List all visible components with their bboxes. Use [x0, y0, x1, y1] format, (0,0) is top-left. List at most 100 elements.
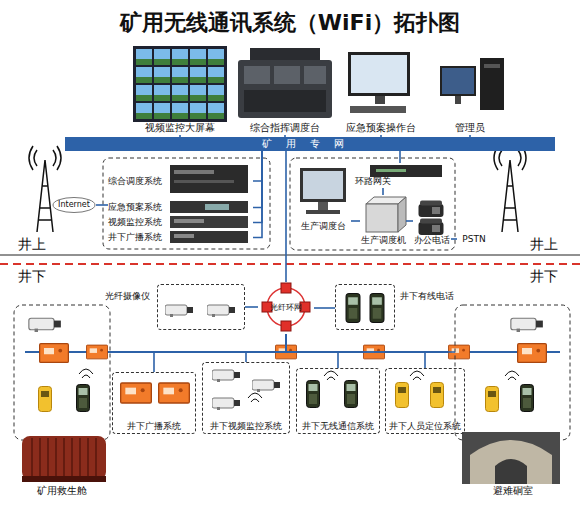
network-link [154, 334, 286, 372]
dispatch-screen [303, 171, 343, 199]
admin-computer [440, 58, 504, 110]
network-link [285, 151, 287, 282]
equipment-node: 视频监控大屏幕 [130, 45, 230, 135]
subsystem-group: 井下无线通信系统 [296, 368, 380, 434]
camera [252, 380, 280, 392]
dispatch-switch [366, 204, 398, 232]
level-label: 井下 [18, 268, 46, 286]
command-console [274, 66, 300, 84]
server-rack [170, 165, 248, 243]
server-rack [174, 170, 214, 174]
dispatch-screen [306, 210, 340, 214]
network-link [96, 204, 108, 206]
node-label: 生产调度台 [301, 221, 346, 231]
network-band: 矿用专网 [65, 137, 555, 151]
gateway-node: 环路网关 [355, 163, 445, 188]
cloud-outline [53, 198, 95, 213]
surface-line [0, 255, 580, 256]
server-rack [170, 216, 248, 228]
node-label: 综合调度系统 [108, 176, 162, 186]
node-label: 综合指挥调度台 [250, 122, 320, 134]
handset [307, 381, 320, 408]
emergency-desk [351, 55, 407, 93]
dashed-group-box [290, 158, 455, 250]
node-label: 井下广播系统 [127, 421, 181, 431]
capsule-node: 矿用救生舱 [14, 300, 110, 498]
refuge-tunnel [462, 432, 560, 484]
dispatch-screen [300, 168, 346, 214]
camera [207, 305, 235, 317]
ring-router [281, 283, 291, 293]
signal-tower [502, 160, 518, 232]
node-label: 井下广播系统 [108, 232, 162, 242]
node-label: 井下人员定位系统 [389, 421, 461, 431]
command-console [244, 90, 326, 112]
broadcast-box [159, 383, 190, 403]
video-wall [133, 46, 227, 122]
wireless-icon [248, 393, 262, 402]
rescue-capsule [22, 436, 106, 482]
video-wall [136, 49, 224, 119]
subsystem-group: 井下人员定位系统 [385, 368, 465, 434]
gateway-device [376, 169, 406, 172]
handset [77, 385, 90, 412]
emergency-desk [348, 52, 410, 96]
node-label: 应急预案操作台 [346, 122, 416, 134]
emergency-desk [348, 52, 410, 113]
switch [40, 344, 69, 363]
node-label: Internet [58, 200, 90, 209]
command-console [238, 48, 332, 118]
server-rack [170, 231, 248, 243]
handset [345, 381, 358, 408]
admin-computer [455, 96, 461, 104]
system-item: 视频监控系统 [108, 215, 253, 230]
admin-computer [480, 58, 504, 110]
rescue-capsule [22, 476, 106, 482]
rescue-capsule [22, 436, 106, 480]
network-link [110, 334, 286, 352]
server-rack [174, 234, 194, 238]
admin-computer [442, 68, 474, 94]
switch [86, 345, 107, 359]
node-label: 矿用救生舱 [37, 485, 87, 497]
dispatch-switch [398, 197, 406, 232]
node-label: 应急预案系统 [108, 202, 162, 212]
locator-tag [396, 383, 409, 408]
refuge-tunnel [495, 459, 527, 484]
ground-divider [0, 263, 580, 265]
node-label: PSTN [462, 234, 485, 244]
switch [448, 345, 469, 359]
wireless-icon [410, 371, 424, 380]
network-link [399, 151, 401, 163]
command-console [250, 48, 320, 62]
server-rack [170, 165, 248, 193]
switch [275, 345, 296, 359]
system-item: 应急预案系统 [108, 200, 253, 215]
ring-router [281, 321, 291, 331]
equipment-node: 生产调度机 [360, 195, 406, 247]
wireless-icon [324, 371, 338, 380]
node-label: 避难硐室 [493, 485, 533, 497]
desk-phone [419, 219, 444, 236]
network-link [245, 306, 258, 308]
pstn-node: PSTN [457, 232, 491, 246]
network-link [382, 188, 384, 195]
broadcast-box [121, 383, 152, 403]
handset [521, 385, 534, 412]
command-console [244, 66, 270, 84]
command-console [238, 60, 332, 118]
gateway-device [370, 165, 442, 177]
node-label: 光纤环网 [270, 303, 302, 312]
wired-phone [370, 294, 384, 323]
network-link [286, 334, 455, 352]
dispatch-screen [318, 202, 328, 210]
equipment-node: 综合指挥调度台 [232, 45, 338, 135]
video-wall [133, 46, 227, 122]
switch [363, 345, 384, 359]
locator-tag [431, 383, 444, 408]
equipment-node: 管理员 [425, 45, 515, 135]
network-link [253, 151, 262, 223]
network-link [406, 220, 413, 222]
locator-tag [486, 387, 499, 412]
server-rack [205, 204, 229, 210]
